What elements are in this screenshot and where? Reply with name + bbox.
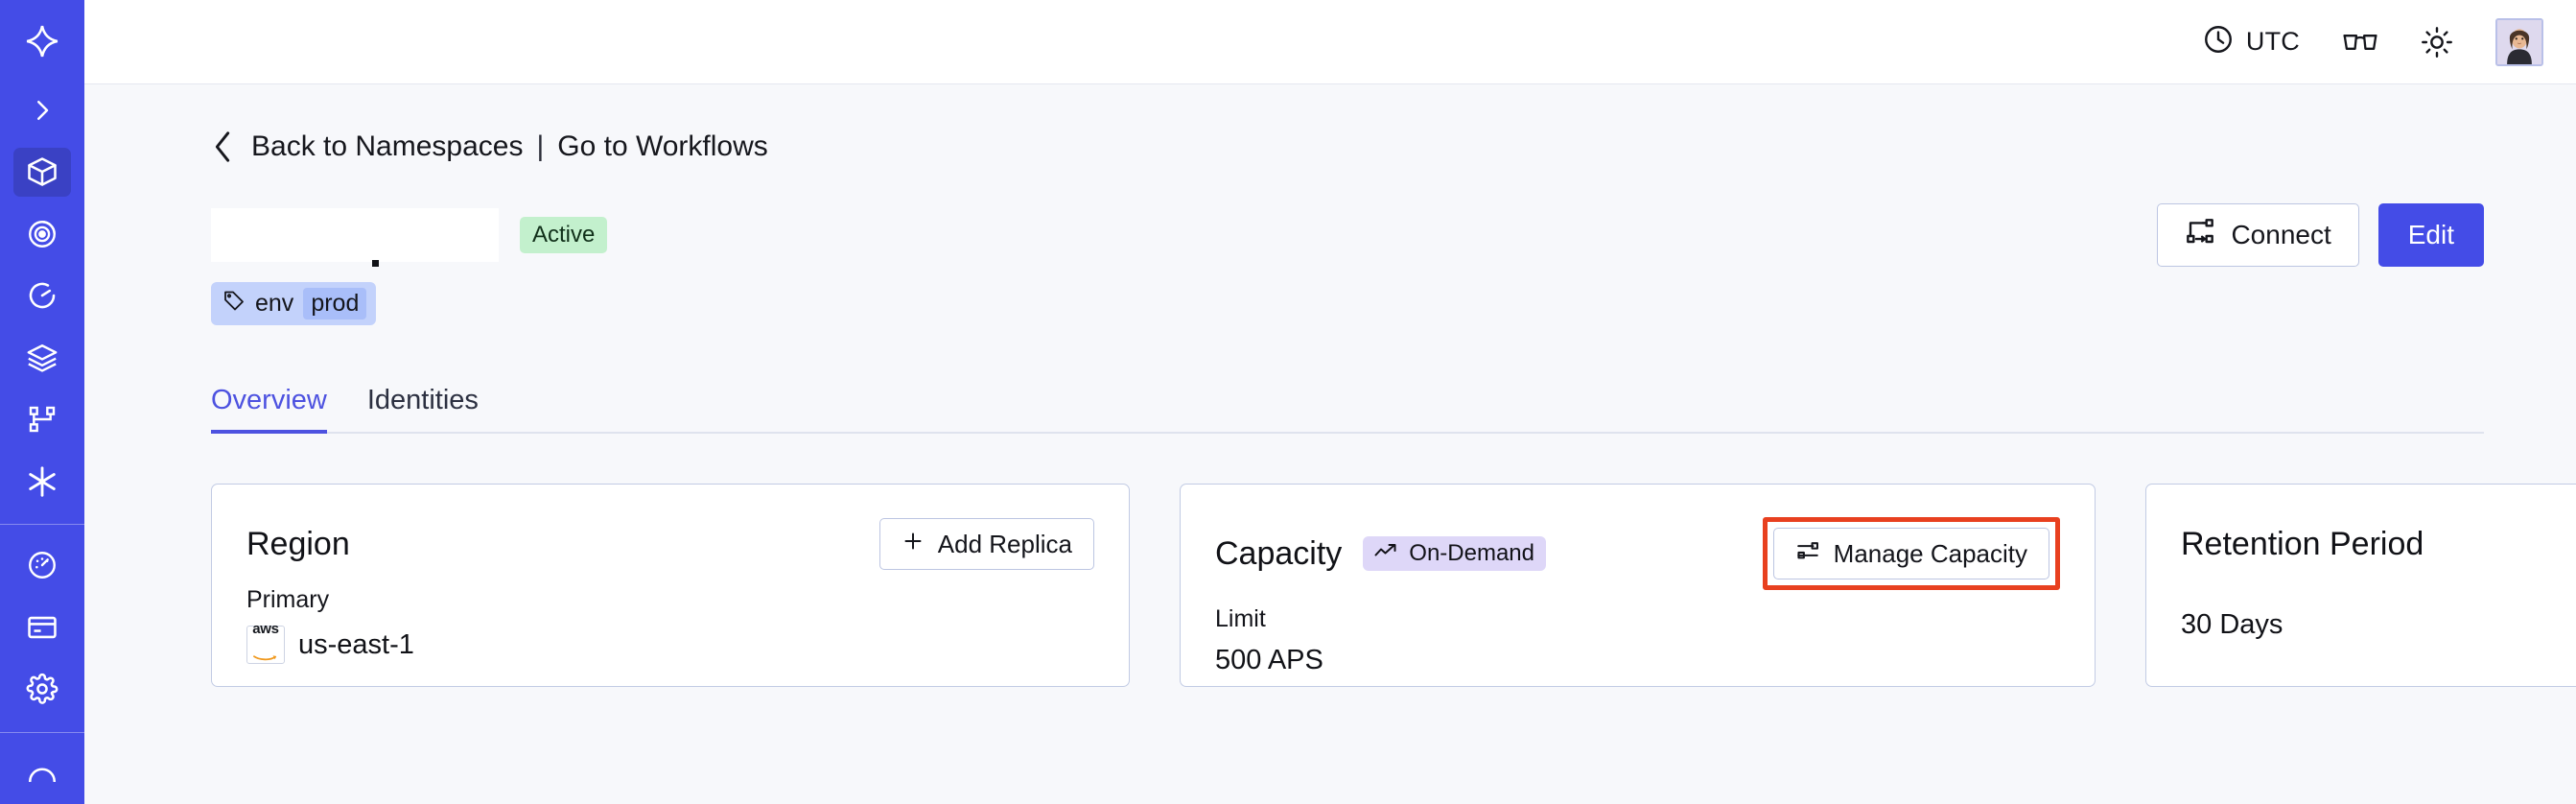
- sidebar-item-settings[interactable]: [13, 665, 71, 714]
- aws-swoosh: [253, 637, 278, 669]
- temporal-logo-icon[interactable]: [13, 17, 71, 66]
- region-primary-value-row: aws us-east-1: [246, 622, 1094, 664]
- tag-value: prod: [303, 288, 367, 319]
- capacity-card-title: Capacity: [1215, 534, 1343, 572]
- namespace-header: Active: [211, 203, 2484, 267]
- tag-chip-env[interactable]: env prod: [211, 282, 377, 325]
- sidebar-divider-bottom: [0, 731, 84, 733]
- breadcrumb-separator: |: [536, 130, 545, 162]
- chevron-left-icon[interactable]: [211, 130, 234, 163]
- region-card: Region Add Replica: [211, 484, 1130, 687]
- primary-sidebar: [0, 0, 84, 804]
- capacity-card: Capacity On-Demand: [1180, 484, 2096, 687]
- sidebar-item-help[interactable]: [13, 749, 71, 798]
- region-card-title: Region: [246, 525, 350, 562]
- region-card-header: Region Add Replica: [246, 517, 1094, 571]
- retention-card-header: Retention Period: [2181, 517, 2576, 571]
- add-replica-button[interactable]: Add Replica: [878, 518, 1094, 570]
- tab-identities[interactable]: Identities: [366, 385, 479, 415]
- top-bar: UTC: [84, 0, 2576, 84]
- capacity-limit-label: Limit: [1215, 605, 1266, 632]
- tab-overview[interactable]: Overview: [211, 385, 327, 434]
- page-title: [211, 208, 499, 267]
- capacity-card-header: Capacity On-Demand: [1215, 517, 2060, 590]
- add-replica-label: Add Replica: [937, 529, 1072, 558]
- tab-bar: Overview Identities: [211, 385, 2484, 434]
- plus-icon: [902, 530, 925, 559]
- retention-card-title: Retention Period: [2181, 525, 2424, 562]
- sidebar-item-billing[interactable]: [13, 603, 71, 652]
- capacity-limit-value: 500 APS: [1215, 645, 1323, 675]
- trending-up-icon: [1374, 542, 1399, 565]
- manage-capacity-button[interactable]: Manage Capacity: [1772, 528, 2049, 579]
- edit-button[interactable]: Edit: [2377, 203, 2484, 267]
- capacity-card-actions: Manage Capacity: [1762, 517, 2060, 590]
- sidebar-item-usage[interactable]: [13, 541, 71, 590]
- sidebar-item-layers[interactable]: [13, 334, 71, 383]
- sidebar-item-namespaces[interactable]: [13, 148, 71, 197]
- sidebar-item-schedules[interactable]: [13, 272, 71, 320]
- sidebar-item-workflows[interactable]: [13, 395, 71, 444]
- content-column: UTC: [84, 0, 2576, 804]
- sidebar-item-observability[interactable]: [13, 210, 71, 259]
- breadcrumb-workflows-link[interactable]: Go to Workflows: [557, 130, 768, 162]
- edit-button-label: Edit: [2407, 220, 2454, 249]
- sidebar-item-nexus[interactable]: [13, 458, 71, 507]
- tag-icon: [222, 289, 246, 319]
- connect-button-label: Connect: [2231, 220, 2331, 249]
- region-card-actions: Add Replica: [878, 518, 1094, 570]
- overview-cards: Region Add Replica: [211, 484, 2576, 687]
- timezone-label: UTC: [2245, 27, 2300, 56]
- connect-button[interactable]: Connect: [2157, 203, 2359, 267]
- capacity-mode-label: On-Demand: [1409, 540, 1535, 566]
- sidebar-divider-top: [0, 524, 84, 526]
- clock-icon: [2202, 23, 2235, 60]
- namespace-tags: env prod: [211, 282, 2484, 325]
- timezone-selector[interactable]: UTC: [2202, 23, 2300, 60]
- region-primary-label: Primary: [246, 586, 330, 613]
- capacity-mode-badge: On-Demand: [1363, 536, 1547, 571]
- retention-value: 30 Days: [2181, 609, 2283, 640]
- breadcrumb-back-link[interactable]: Back to Namespaces: [251, 130, 524, 162]
- user-avatar[interactable]: [2495, 17, 2543, 66]
- aws-logo-icon: aws: [246, 622, 285, 664]
- tag-key: env: [255, 290, 294, 317]
- glasses-icon[interactable]: [2342, 30, 2378, 55]
- main-content: Back to Namespaces | Go to Workflows Act…: [84, 84, 2576, 804]
- retention-card: Retention Period 30 Days: [2145, 484, 2576, 687]
- sidebar-expand-toggle[interactable]: [13, 86, 71, 135]
- sun-icon[interactable]: [2421, 26, 2453, 59]
- status-badge: Active: [520, 217, 608, 253]
- aws-logo-text: aws: [252, 620, 279, 637]
- sliders-icon: [1795, 538, 1820, 570]
- manage-capacity-label: Manage Capacity: [1833, 538, 2027, 568]
- breadcrumb: Back to Namespaces | Go to Workflows: [211, 84, 2484, 163]
- header-actions: Connect Edit: [2157, 203, 2484, 267]
- manage-capacity-highlight: Manage Capacity: [1762, 517, 2060, 590]
- region-primary-value: us-east-1: [298, 628, 414, 660]
- network-connect-icon: [2185, 217, 2215, 254]
